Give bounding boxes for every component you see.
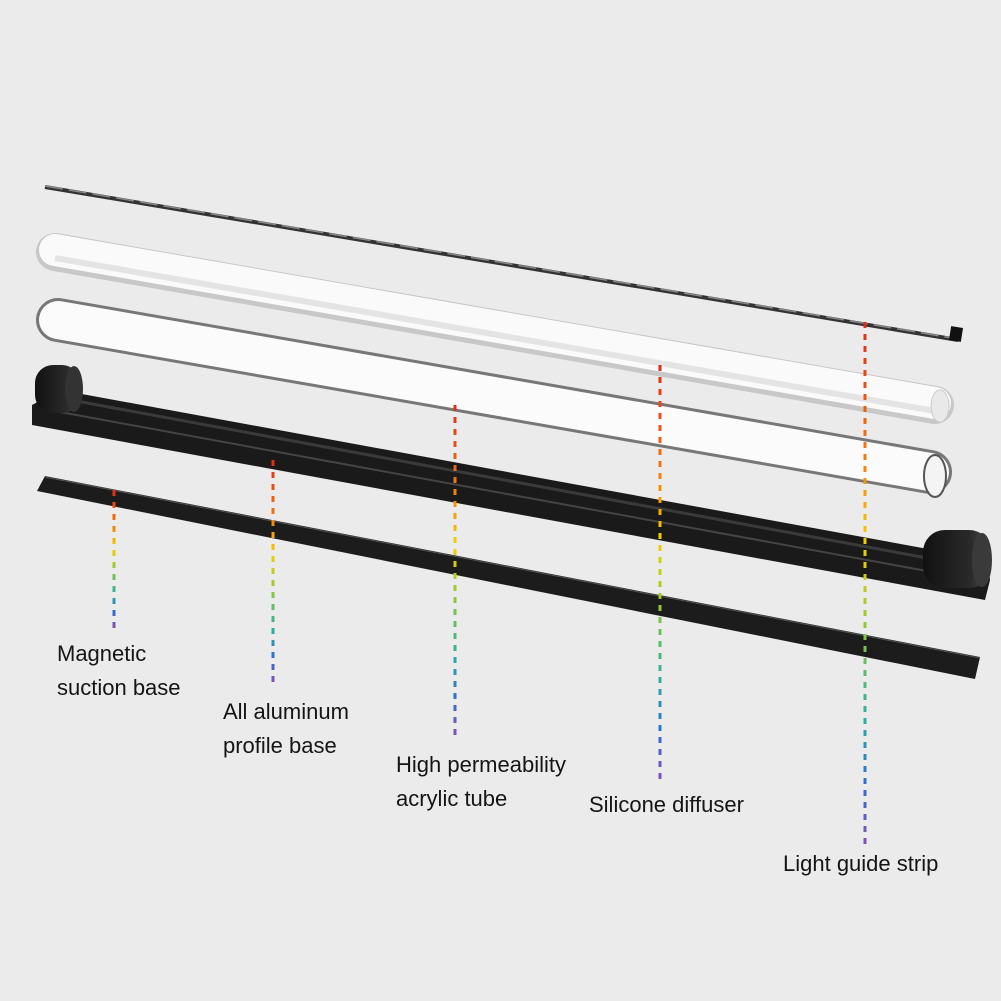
magnetic-suction-base-part (37, 476, 981, 679)
label-aluminum-profile-base: All aluminum profile base (223, 699, 349, 758)
aluminum-profile-base-part (32, 365, 992, 600)
label-magnetic-suction-base: Magnetic suction base (57, 641, 181, 700)
silicone-diffuser-part (36, 233, 954, 424)
label-silicone-diffuser: Silicone diffuser (589, 792, 744, 817)
label-acrylic-tube: High permeability acrylic tube (396, 752, 566, 811)
acrylic-tube-part (36, 298, 952, 498)
label-light-guide-strip: Light guide strip (783, 851, 939, 876)
light-guide-strip-part (44, 185, 964, 342)
